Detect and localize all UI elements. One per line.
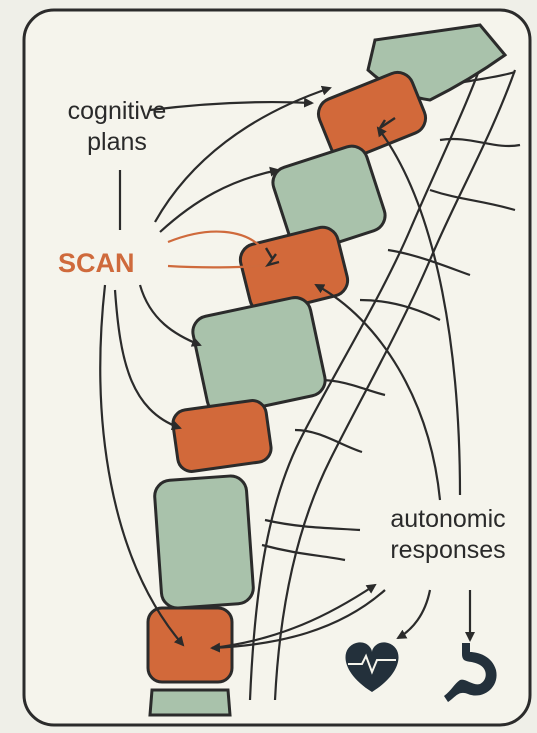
cognitive-plans-label: cognitive plans (42, 96, 192, 158)
autonomic-label-line1: autonomic (368, 504, 528, 535)
scan-label-text: SCAN (58, 247, 168, 279)
scan-label: SCAN (58, 247, 168, 279)
cognitive-label-line1: cognitive (42, 96, 192, 127)
effector-block-3 (171, 399, 273, 473)
autonomic-responses-label: autonomic responses (368, 504, 528, 566)
autonomic-label-line2: responses (368, 535, 528, 566)
cognitive-label-line2: plans (42, 127, 192, 158)
vertebra-block-bottom (150, 690, 230, 715)
effector-block-4 (148, 608, 232, 682)
vertebra-block-4 (154, 475, 255, 609)
